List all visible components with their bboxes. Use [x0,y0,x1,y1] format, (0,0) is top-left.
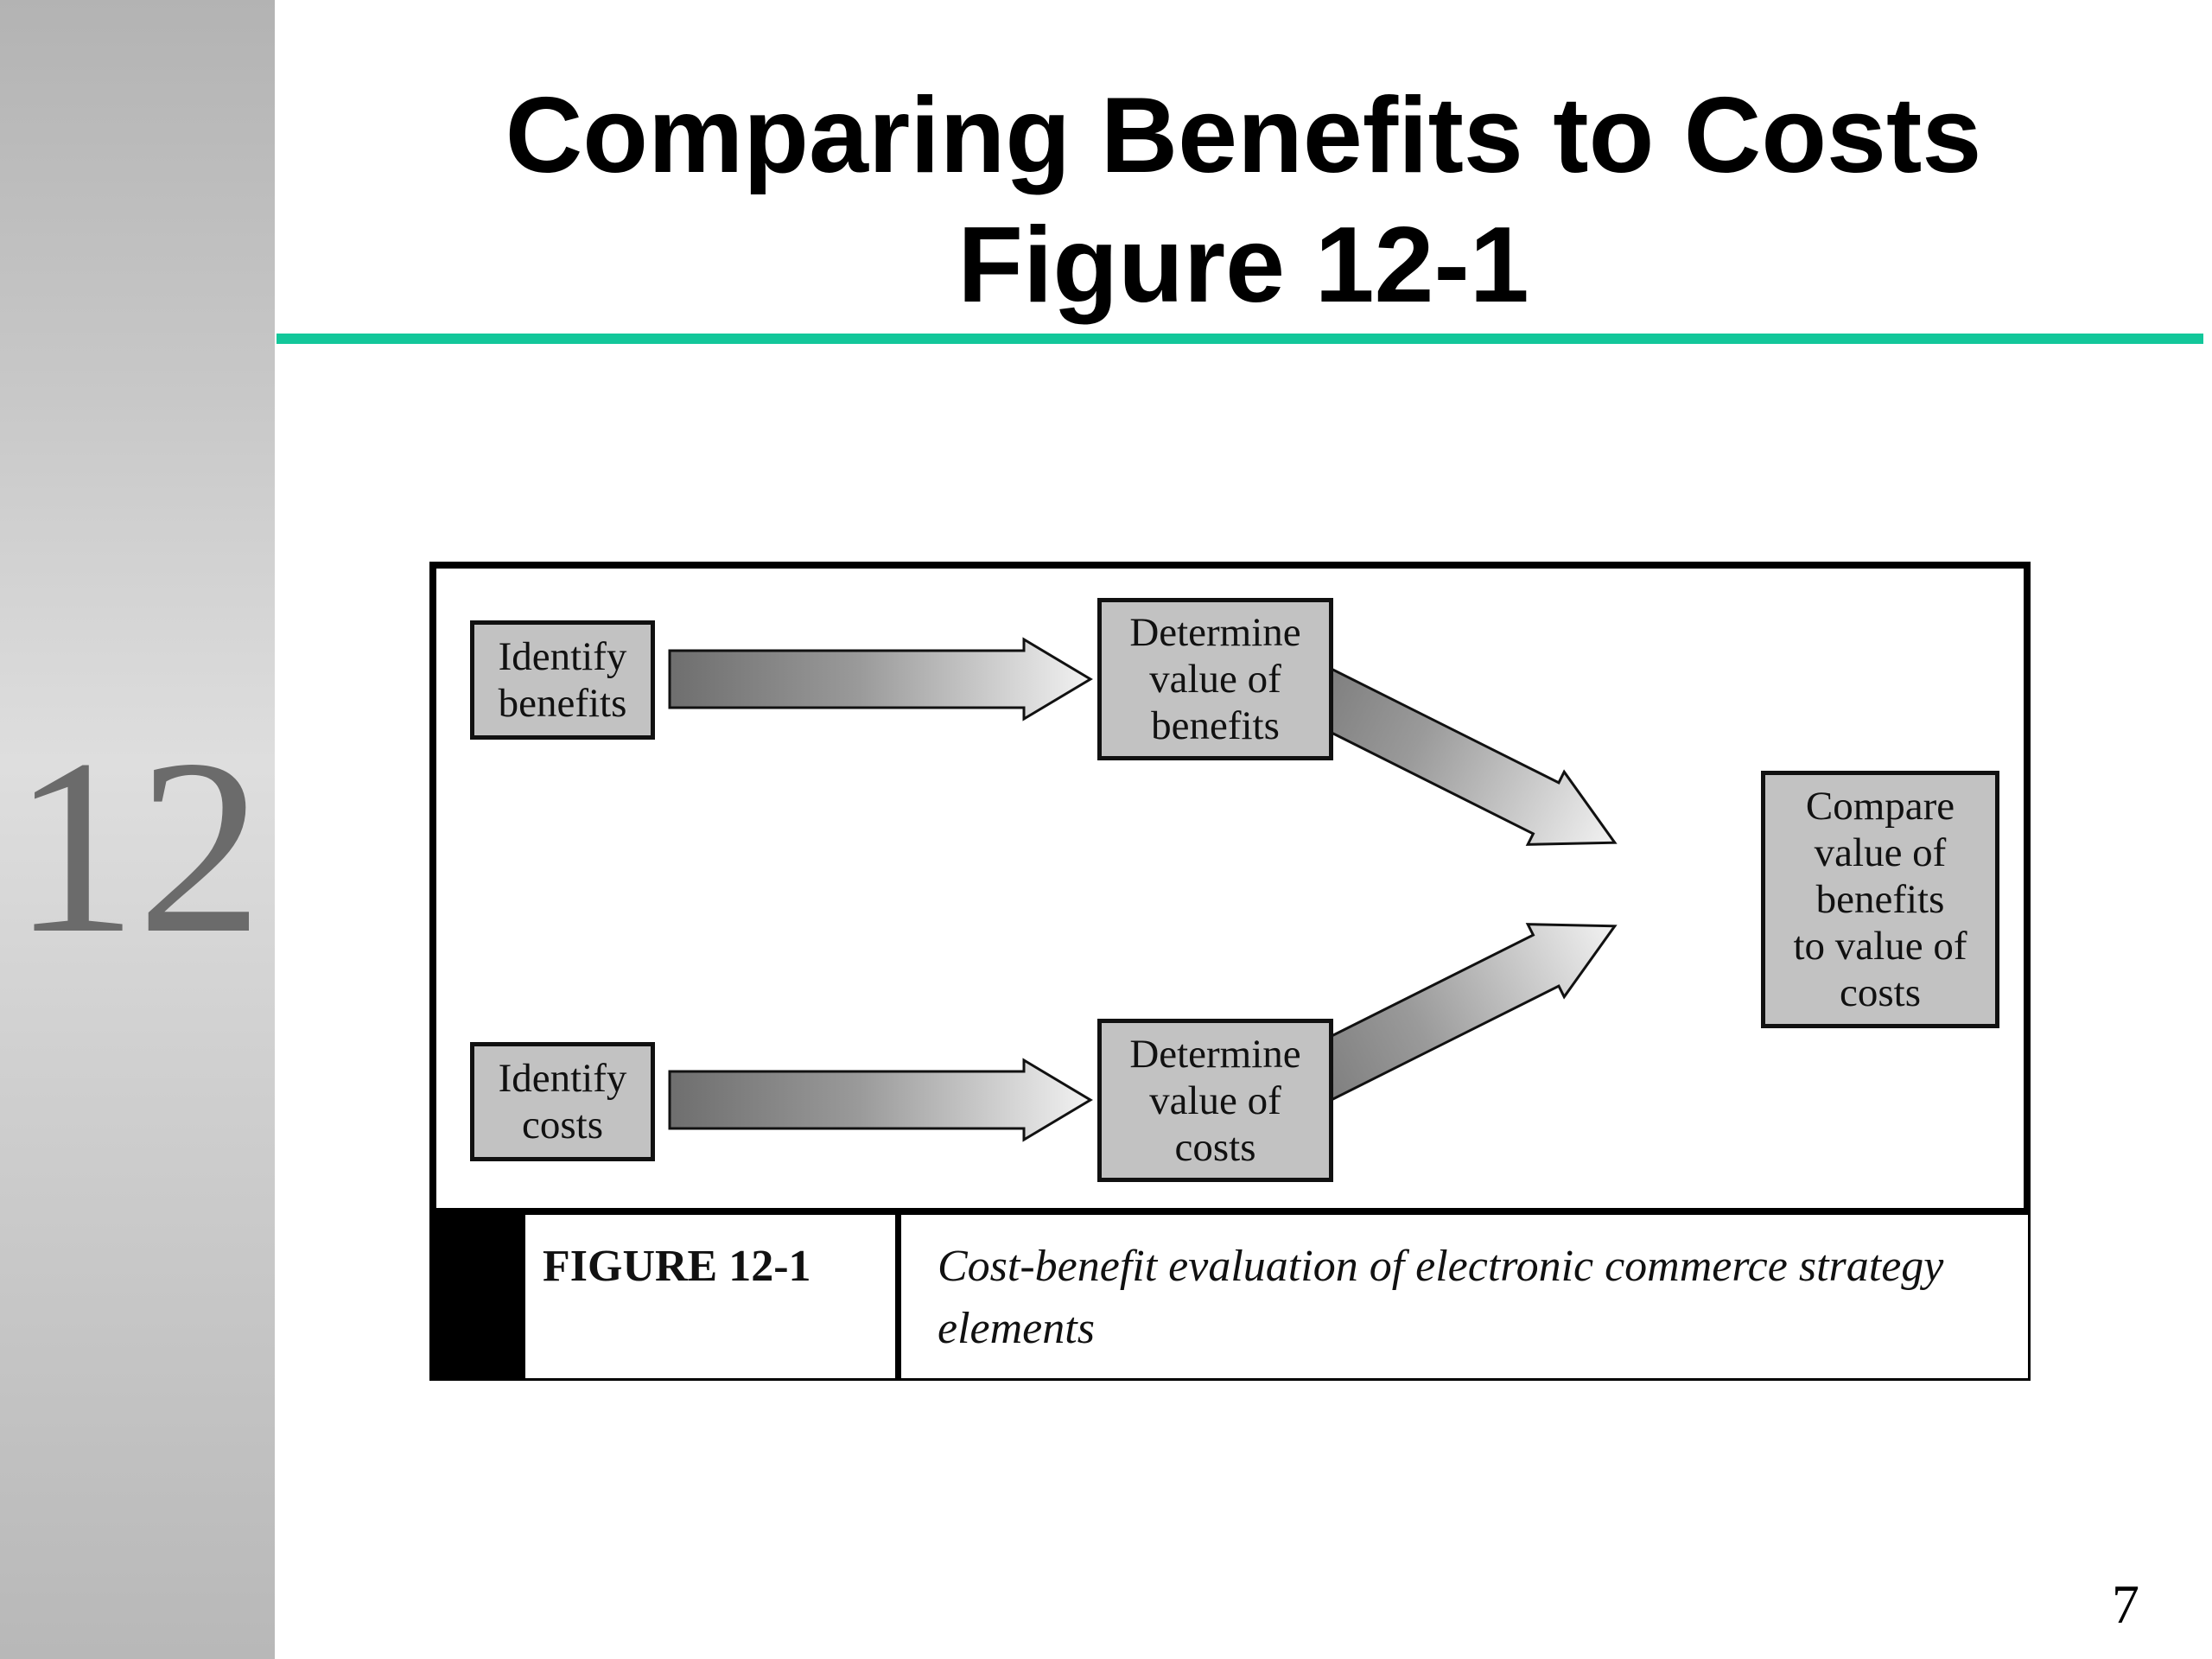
slide-title: Comparing Benefits to Costs Figure 12-1 [275,71,2212,330]
box-value-of-benefits: Determine value of benefits [1097,598,1333,760]
box-identify-benefits: Identify benefits [470,620,655,740]
title-line-2: Figure 12-1 [957,206,1529,325]
slide-page-number: 7 [2112,1573,2139,1635]
box-identify-costs-label: Identify costs [498,1056,627,1147]
chapter-sidebar: 12 [0,0,275,1659]
box-compare-values-label: Compare value of benefits to value of co… [1793,784,1967,1015]
box-value-of-benefits-label: Determine value of benefits [1129,610,1301,748]
box-identify-costs: Identify costs [470,1042,655,1161]
title-underline [276,334,2203,344]
box-value-of-costs: Determine value of costs [1097,1019,1333,1182]
diagram-frame: Identify benefits Determine value of ben… [429,562,2031,1215]
caption-figure-label: FIGURE 12-1 [543,1242,811,1291]
caption-black-block [432,1215,525,1378]
arrow-benefits-to-value [668,637,1093,721]
figure-caption: FIGURE 12-1 Cost-benefit evaluation of e… [429,1215,2031,1381]
title-line-1: Comparing Benefits to Costs [505,76,1982,195]
box-identify-benefits-label: Identify benefits [498,634,627,726]
box-value-of-costs-label: Determine value of costs [1129,1031,1301,1170]
caption-divider [895,1215,901,1378]
box-compare-values: Compare value of benefits to value of co… [1761,771,1999,1028]
chapter-number: 12 [12,708,263,985]
flow-diagram [668,635,1618,1142]
caption-description: Cost-benefit evaluation of electronic co… [938,1242,1944,1353]
arrow-costs-to-value [668,1058,1093,1142]
